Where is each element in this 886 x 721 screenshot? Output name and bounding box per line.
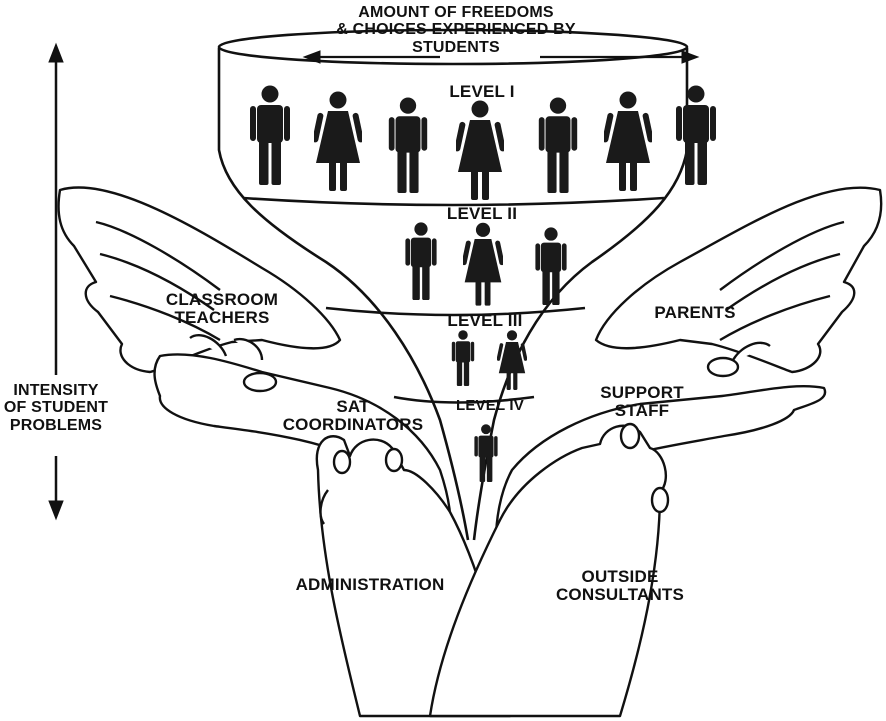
female-figure-icon: [497, 330, 527, 390]
outside-consultants-label: OUTSIDE CONSULTANTS: [540, 567, 700, 605]
support-staff-label: SUPPORT STAFF: [582, 383, 702, 421]
freedom-arrow: [302, 50, 700, 64]
level-2-figures: [405, 222, 567, 306]
level-1-figures: [250, 85, 716, 200]
classroom-teachers-line1: CLASSROOM: [165, 290, 279, 309]
hand-outside-consultants: [428, 422, 670, 718]
level-3-figures: [451, 330, 527, 390]
hand-parents: [594, 186, 883, 374]
parents-line1: PARENTS: [654, 303, 736, 322]
male-figure-icon: [535, 227, 567, 305]
intensity-label-line3: PROBLEMS: [9, 416, 103, 434]
hand-classroom-teachers: [57, 186, 342, 374]
classroom-teachers-line2: TEACHERS: [174, 308, 270, 328]
administration-label: ADMINISTRATION: [272, 575, 468, 594]
freedom-header: AMOUNT OF FREEDOMS & CHOICES EXPERIENCED…: [318, 4, 594, 56]
male-figure-icon: [388, 97, 428, 193]
level-3-label: LEVEL III: [447, 311, 523, 330]
support-staff-line2: STAFF: [614, 401, 670, 421]
female-figure-icon: [463, 222, 503, 306]
male-figure-icon: [474, 424, 498, 482]
male-figure-icon: [451, 330, 475, 386]
classroom-teachers-label: CLASSROOM TEACHERS: [152, 290, 292, 328]
sat-coordinators-label: SAT COORDINATORS: [278, 397, 428, 435]
outside-consultants-line2: CONSULTANTS: [555, 585, 685, 605]
level-2-label: LEVEL II: [446, 204, 518, 223]
level-1-label: LEVEL I: [449, 82, 515, 101]
administration-line1: ADMINISTRATION: [295, 575, 445, 594]
outside-consultants-line1: OUTSIDE: [581, 567, 659, 586]
intensity-arrow: [48, 42, 64, 521]
male-figure-icon: [538, 97, 578, 193]
intensity-label: INTENSITY OF STUDENT PROBLEMS: [2, 382, 110, 434]
sat-coordinators-line2: COORDINATORS: [282, 415, 424, 435]
level-4-figures: [474, 424, 498, 482]
hand-sat-coordinators: [153, 333, 452, 542]
support-staff-line1: SUPPORT: [600, 383, 684, 402]
freedom-header-line3: STUDENTS: [412, 38, 500, 56]
female-figure-icon: [314, 91, 362, 191]
intensity-label-line2: OF STUDENT: [3, 399, 109, 417]
female-figure-icon: [456, 100, 504, 200]
freedom-header-line1: AMOUNT OF FREEDOMS: [358, 4, 554, 21]
male-figure-icon: [405, 222, 437, 300]
level-4-label: LEVEL IV: [455, 397, 524, 414]
intensity-label-line1: INTENSITY: [13, 382, 99, 399]
sat-coordinators-line1: SAT: [336, 397, 370, 416]
female-figure-icon: [604, 91, 652, 191]
freedom-header-line2: & CHOICES EXPERIENCED BY: [336, 21, 576, 39]
parents-label: PARENTS: [640, 303, 750, 322]
male-figure-icon: [250, 85, 290, 185]
